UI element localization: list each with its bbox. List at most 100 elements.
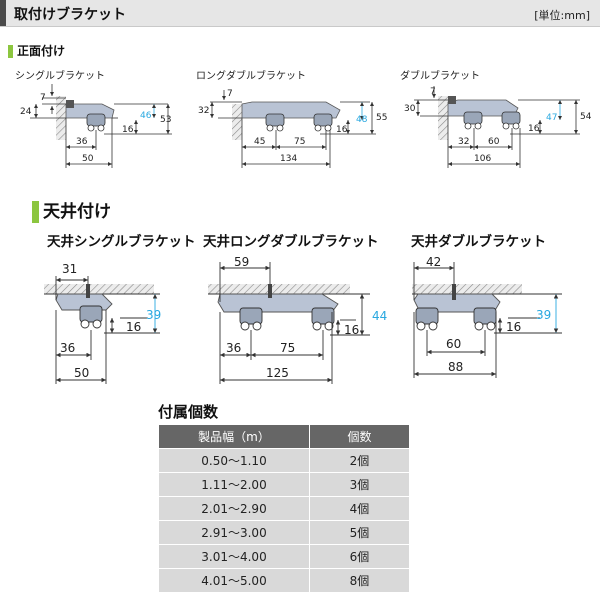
cell-width: 4.01～5.00	[158, 568, 310, 593]
ceiling	[208, 284, 350, 294]
ceiling-mount-heading: 天井付け	[32, 197, 111, 223]
cell-count: 4個	[309, 496, 410, 521]
front-single-diagram	[30, 84, 172, 168]
screw	[86, 284, 90, 298]
ceiling	[412, 284, 522, 294]
dim-a: 32	[458, 137, 469, 147]
ceiling-mount-heading-text: 天井付け	[43, 202, 111, 222]
dim-blue: 46	[140, 111, 152, 121]
cell-width: 2.91～3.00	[158, 520, 310, 545]
runner	[79, 305, 103, 329]
cell-width: 0.50～1.10	[158, 448, 310, 473]
cell-count: 5個	[309, 520, 410, 545]
runner	[86, 113, 106, 132]
dim-a: 36	[226, 341, 241, 355]
runner-1	[265, 113, 285, 132]
cell-count: 6個	[309, 544, 410, 569]
dim-top: 42	[426, 255, 441, 269]
dim-top: 31	[62, 262, 77, 276]
dim-small: 16	[344, 323, 359, 337]
dim-blue: 47	[546, 113, 557, 123]
dim-blue: 48	[356, 115, 368, 125]
dim-small: 16	[528, 124, 540, 134]
front-mount-heading-text: 正面付け	[17, 44, 66, 58]
dim-right: 55	[376, 113, 387, 123]
dim-right: 53	[160, 115, 171, 125]
runner-2	[311, 307, 335, 331]
dim-a: 36	[60, 341, 75, 355]
dim-top: 7	[40, 93, 46, 103]
bracket-mount	[448, 96, 456, 104]
dim-total: 134	[280, 154, 297, 164]
dim-left: 24	[20, 107, 32, 117]
ceiling-single-diagram	[44, 276, 160, 384]
front-single-label: シングルブラケット	[15, 71, 105, 82]
runner-2	[313, 113, 333, 132]
col-header-count: 個数	[309, 424, 410, 449]
ceiling-double-label: 天井ダブルブラケット	[411, 234, 546, 250]
ceiling-long-double-diagram	[208, 262, 370, 384]
cell-count: 8個	[309, 568, 410, 593]
cell-width: 2.01～2.90	[158, 496, 310, 521]
green-marker	[32, 201, 39, 223]
runner-1	[463, 111, 483, 130]
bracket-mount	[66, 100, 74, 108]
dim-top: 59	[234, 255, 249, 269]
section-header: 取付けブラケット [単位:mm]	[0, 0, 600, 27]
dim-small: 16	[506, 320, 521, 334]
front-double-diagram	[414, 86, 580, 168]
dim-blue: 39	[146, 308, 161, 322]
dim-total: 125	[266, 366, 289, 380]
dim-b: 75	[294, 137, 305, 147]
dim-total: 50	[74, 366, 89, 380]
dim-top: 7	[227, 89, 233, 99]
dim-a: 60	[446, 337, 461, 351]
runner-2	[501, 111, 521, 130]
screw	[268, 284, 272, 298]
front-long-double-label: ロングダブルブラケット	[196, 71, 306, 82]
dim-small: 16	[122, 125, 134, 135]
bracket-diagrams: 7 24 46 53 16 36 50 7 32 48 55 16 45 75 …	[20, 84, 592, 384]
accessory-count-title: 付属個数	[158, 403, 219, 421]
dim-small: 16	[336, 125, 348, 135]
dim-a: 45	[254, 137, 265, 147]
runner-1	[415, 307, 439, 331]
ceiling-single-label: 天井シングルブラケット	[47, 234, 196, 250]
front-double-label: ダブルブラケット	[400, 71, 480, 82]
header-marker	[0, 0, 6, 26]
dim-small: 16	[126, 320, 141, 334]
runner-1	[239, 307, 263, 331]
dim-total: 88	[448, 360, 463, 374]
table-header-row: 製品幅（m） 個数	[158, 424, 410, 449]
runner-2	[473, 307, 497, 331]
cell-count: 2個	[309, 448, 410, 473]
cell-width: 1.11～2.00	[158, 472, 310, 497]
ceiling	[44, 284, 154, 294]
dim-left: 32	[198, 106, 209, 116]
col-header-width: 製品幅（m）	[158, 424, 310, 449]
unit-label: [単位:mm]	[534, 9, 590, 22]
dim-a: 36	[76, 137, 88, 147]
cell-width: 3.01～4.00	[158, 544, 310, 569]
dim-left: 30	[404, 104, 416, 114]
screw	[452, 284, 456, 300]
front-long-double-diagram	[210, 90, 376, 168]
ceiling-long-double-label: 天井ロングダブルブラケット	[203, 234, 379, 250]
dim-top: 7	[430, 87, 436, 97]
dim-total: 106	[474, 154, 491, 164]
dim-total: 50	[82, 154, 94, 164]
dim-right: 54	[580, 112, 592, 122]
front-mount-heading: 正面付け	[8, 42, 65, 59]
dim-blue: 44	[372, 309, 387, 323]
ceiling-double-diagram	[412, 262, 562, 378]
cell-count: 3個	[309, 472, 410, 497]
page-title: 取付けブラケット	[14, 7, 126, 23]
wall	[438, 96, 448, 140]
